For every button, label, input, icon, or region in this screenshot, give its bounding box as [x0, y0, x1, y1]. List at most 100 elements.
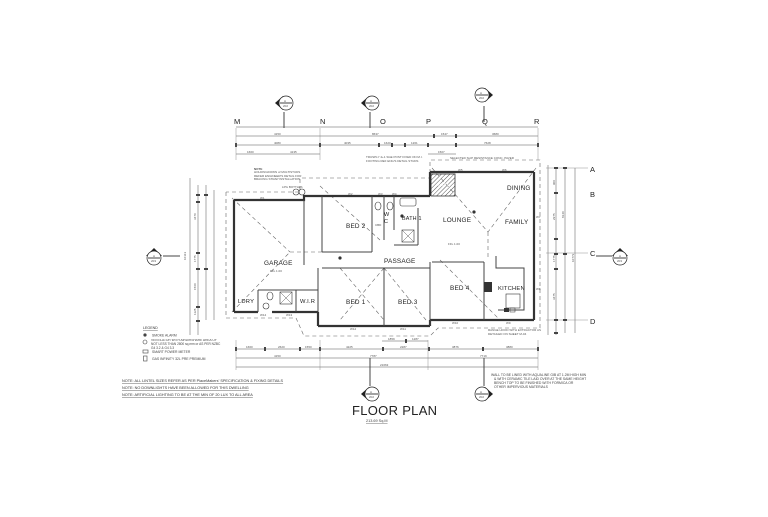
dim-left-total: 10113: [183, 252, 187, 260]
fixtures: [262, 188, 476, 310]
grid-label-p: P: [426, 117, 431, 126]
svg-text:W10: W10: [452, 321, 459, 325]
svg-text:W12: W12: [350, 327, 357, 331]
dim-right-5: 8140: [561, 211, 565, 218]
dim-top-9: 7628: [484, 141, 491, 145]
svg-text:W7: W7: [536, 215, 541, 219]
svg-text:SMOKE ALARM: SMOKE ALARM: [152, 334, 177, 338]
svg-text:A: A: [480, 390, 482, 394]
svg-text:2620: 2620: [278, 345, 285, 349]
section-marker-right[interactable]: A 203: [596, 248, 628, 266]
exterior-walls: [232, 170, 536, 328]
grid-label-n: N: [320, 117, 325, 126]
dim-left-4: 1125: [193, 308, 197, 315]
laundry-tub-icon: [262, 302, 270, 310]
svg-text:203: 203: [617, 259, 622, 263]
toilet-icon: [266, 291, 274, 301]
drawing-title: FLOOR PLAN: [352, 403, 437, 418]
svg-text:SMART POWER METER: SMART POWER METER: [152, 350, 191, 354]
garage-note-title: NOTE: [254, 167, 262, 171]
dim-left-3: 1560: [193, 283, 197, 290]
dim-left-1: 3470: [193, 213, 197, 220]
room-wir: W.I.R: [300, 299, 315, 305]
garage-note: HOLDINGDOWN of MULTISTUDS REFER ENGINEER…: [254, 171, 302, 182]
room-lounge-tag: FFL 1.00: [448, 242, 460, 246]
svg-text:GAS INFINITY 32L PRE PREMIUM: GAS INFINITY 32L PRE PREMIUM: [152, 357, 206, 361]
svg-text:W13: W13: [286, 313, 293, 317]
section-marker-left[interactable]: A 203: [146, 248, 180, 266]
svg-text:W6: W6: [502, 168, 507, 172]
svg-text:4150: 4150: [274, 354, 281, 358]
drawing-subtitle: 213.69 Sq.M: [366, 419, 388, 423]
room-wc-c: C: [384, 219, 388, 225]
svg-text:3876: 3876: [452, 345, 459, 349]
svg-text:A: A: [153, 254, 155, 258]
dim-top-11: 4135: [290, 150, 297, 154]
grid-label-m: M: [234, 117, 240, 126]
svg-text:1287: 1287: [412, 337, 419, 341]
svg-text:WALL TO BE LINED WITH AQUALINE: WALL TO BE LINED WITH AQUALINE GIB AT 1.…: [491, 373, 587, 377]
svg-text:A: A: [619, 254, 621, 258]
svg-text:202: 202: [283, 104, 288, 108]
dim-right-1: 900: [552, 180, 556, 185]
ventilator-icon: [142, 339, 148, 345]
room-bath1: BATH 1: [402, 216, 422, 222]
dim-top-5: 4080: [274, 141, 281, 145]
right-dimension-chain: 900 2975 1775 3475 8140 10773: [546, 165, 588, 335]
room-family: FAMILY: [505, 219, 529, 226]
section-marker-bottom-1[interactable]: A 202: [361, 358, 380, 402]
room-pantry: PNTY: [438, 182, 449, 187]
dim-top-6: 4035: [344, 141, 351, 145]
grid-label-o: O: [380, 117, 386, 126]
power-meter-icon: [142, 349, 149, 354]
grid-label-b: B: [590, 190, 595, 199]
room-lounge: LOUNGE: [443, 217, 471, 224]
svg-text:W5: W5: [458, 168, 463, 172]
dim-top-8: 1261: [411, 141, 418, 145]
room-bed4: BED 4: [450, 285, 470, 292]
svg-text:202: 202: [369, 104, 374, 108]
smoke-alarm-icon: [472, 210, 476, 214]
section-marker-bottom-2[interactable]: A 202: [474, 358, 493, 402]
svg-text:W3: W3: [378, 192, 383, 196]
room-wc-w: W: [384, 212, 390, 218]
grid-label-a: A: [590, 165, 595, 174]
section-marker-top-1[interactable]: A 202: [275, 95, 294, 128]
dim-top-12: 1507: [438, 150, 445, 154]
dim-top-10: 1660: [247, 150, 254, 154]
room-kitchen: KITCHEN: [498, 286, 525, 292]
room-passage: PASSAGE: [384, 258, 415, 265]
section-marker-top-3[interactable]: A 202: [474, 87, 493, 122]
room-garage: GARAGE: [264, 260, 293, 267]
room-bed2: BED 2: [346, 223, 366, 230]
plan-annotations: NOTE HOLDINGDOWN of MULTISTUDS REFER ENG…: [254, 156, 541, 336]
svg-text:OTHER IMPERVIOUS MATERIALS: OTHER IMPERVIOUS MATERIALS: [494, 385, 549, 389]
roof-outline: [225, 159, 541, 337]
dim-top-4: 3680: [492, 132, 499, 136]
svg-text:W14: W14: [260, 313, 267, 317]
dim-right-2: 2975: [552, 213, 556, 220]
svg-text:202: 202: [479, 96, 484, 100]
dim-right-4: 3475: [552, 293, 556, 300]
left-dimension-chain: 10113 3470 1775 1560 1125: [183, 178, 215, 335]
room-garage-tag: FFL 1.00: [270, 269, 282, 273]
dim-right-total: 10773: [571, 253, 575, 262]
room-bed1: BED 1: [346, 299, 366, 306]
svg-text:203: 203: [151, 259, 156, 263]
toilet-icon: [386, 201, 394, 211]
svg-text:BENCH TOP TO BE FINISHED WITH: BENCH TOP TO BE FINISHED WITH FORMICA OR: [494, 381, 574, 385]
svg-text:3880: 3880: [506, 345, 513, 349]
svg-text:202: 202: [479, 395, 484, 399]
dim-top-7: 1620: [384, 141, 391, 145]
dim-top-2: 8637: [372, 132, 379, 136]
legend: LEGEND SMOKE ALARM VENTILATOR WITH AIRDI…: [142, 326, 220, 362]
shower-icon: [401, 229, 415, 243]
bathtub-icon: [399, 197, 417, 207]
section-marker-top-2[interactable]: A 202: [361, 95, 380, 128]
lpg-bottle-icon: [298, 188, 306, 196]
range-hood-note: RANGE HOOD WITH EXTRACTOR AS DETAILED ON…: [488, 329, 541, 336]
grid-label-d: D: [590, 317, 596, 326]
dim-left-2: 1775: [193, 255, 197, 262]
smoke-alarm-icon: [338, 256, 342, 260]
grid-label-r: R: [534, 117, 540, 126]
